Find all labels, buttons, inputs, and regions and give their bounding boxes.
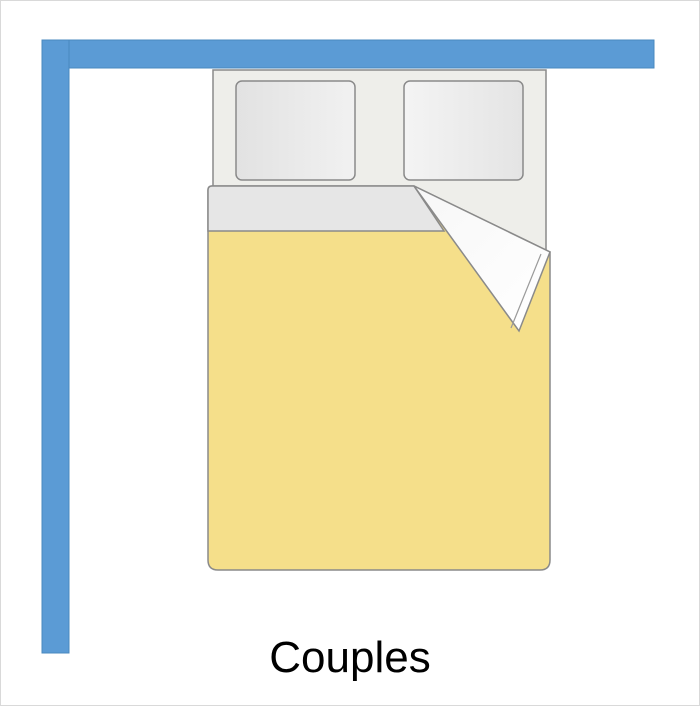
- pillow-right: [403, 80, 524, 181]
- turned-down-corner-edge: [510, 253, 542, 329]
- sheet-fold-band: [207, 185, 446, 232]
- turned-down-corner: [413, 185, 551, 333]
- diagram-caption: Couples: [269, 633, 431, 682]
- top-wall: [41, 39, 655, 69]
- left-wall: [41, 39, 70, 654]
- wall-corner: [41, 39, 655, 654]
- pillow-left: [235, 80, 356, 181]
